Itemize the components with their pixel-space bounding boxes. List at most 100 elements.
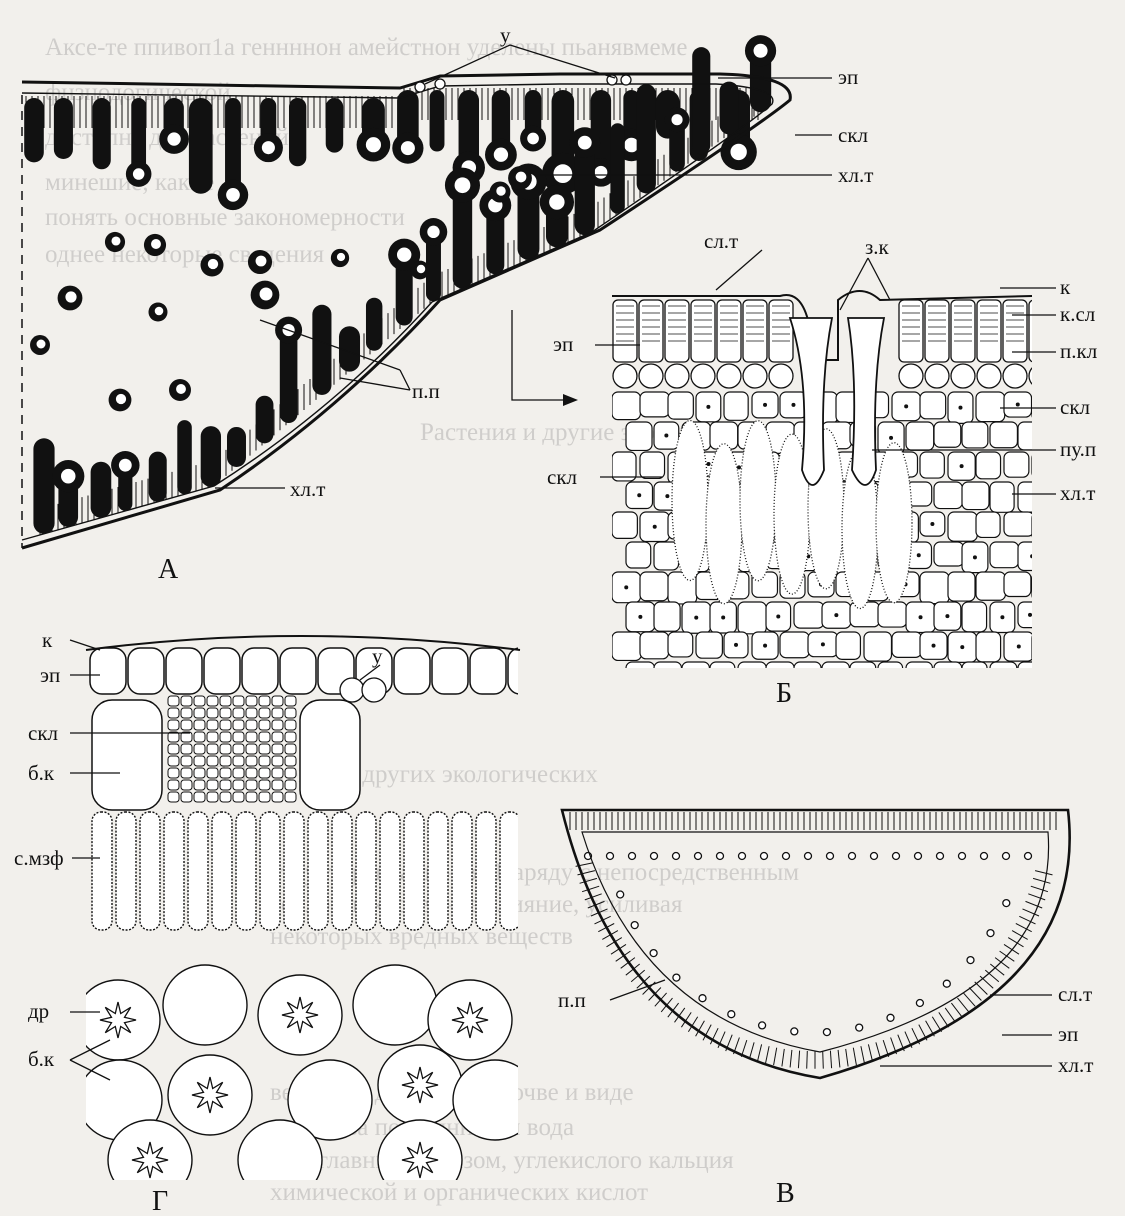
sclerenchyma-cell <box>194 708 205 718</box>
palisade-cell <box>289 98 306 166</box>
palisade-cell <box>326 98 344 153</box>
epidermis-stripe <box>868 1044 872 1061</box>
cell-nucleus <box>665 494 669 498</box>
chlorenchyma-cell <box>672 420 708 580</box>
sclerenchyma-cell <box>246 792 257 802</box>
parenchyma-cell <box>934 482 962 509</box>
mesophyll-cell <box>140 812 160 930</box>
epidermal-cell <box>432 648 468 694</box>
caption-a: А <box>158 554 179 585</box>
sclerenchyma-cell <box>285 732 296 742</box>
cell-nucleus <box>527 133 539 145</box>
label-g-water-cells-top: б.к <box>28 761 55 785</box>
parenchyma-cell <box>920 572 949 604</box>
parenchyma-cell <box>626 662 655 686</box>
chlorenchyma-cell <box>706 444 742 604</box>
epidermal-cell <box>639 300 663 362</box>
parenchyma-cell <box>990 542 1019 568</box>
sclerenchyma-cell <box>207 744 218 754</box>
sclerenchyma-cell <box>168 720 179 730</box>
bundle-dot <box>916 1000 923 1007</box>
cell-nucleus <box>366 137 381 152</box>
parenchyma-cell <box>1032 572 1060 601</box>
parenchyma-cell <box>850 662 876 692</box>
epidermis-stripe <box>1033 878 1050 883</box>
sclerenchyma-cell <box>285 744 296 754</box>
sclerenchyma-cell <box>285 792 296 802</box>
sclerenchyma-cell <box>285 756 296 766</box>
parenchyma-cells <box>612 300 1076 694</box>
cell-nucleus <box>427 226 439 238</box>
cell-nucleus <box>904 404 908 408</box>
sclerenchyma-cell <box>233 696 244 706</box>
sclerenchyma-cell <box>168 708 179 718</box>
label-a-chlorenchyma-bottom: хл.т <box>290 477 325 501</box>
epidermis-stripe <box>830 1051 831 1069</box>
mesophyll-cell <box>428 812 448 930</box>
parenchyma-cell <box>1018 542 1046 570</box>
cell-nucleus <box>791 403 795 407</box>
mesophyll-cell <box>404 812 424 930</box>
epidermis-stripe <box>853 1048 856 1065</box>
cell-nucleus <box>61 469 76 484</box>
bundle-dot <box>915 853 922 860</box>
sclerenchyma-cell <box>246 780 257 790</box>
sclerenchyma-cell <box>259 720 270 730</box>
bundle-dot <box>651 853 658 860</box>
label-b-sclerenchyma-left: скл <box>547 465 577 489</box>
sclerenchyma-cell <box>233 744 244 754</box>
parenchyma-cell <box>906 422 934 450</box>
epidermis-stripe <box>774 1048 777 1065</box>
cell-nucleus <box>637 493 641 497</box>
cell-nucleus <box>919 615 923 619</box>
cell-nucleus <box>720 673 724 677</box>
palisade-cell <box>93 98 111 169</box>
parenchyma-cell <box>976 512 1000 537</box>
cell-nucleus <box>1001 676 1005 680</box>
sclerenchyma-cell <box>285 768 296 778</box>
palisade-cell <box>256 396 274 444</box>
sclerenchyma-cell <box>207 720 218 730</box>
sclerenchyma-cell <box>259 732 270 742</box>
sclerenchyma-cell <box>272 780 283 790</box>
cell-nucleus <box>256 256 267 267</box>
sclerenchyma-cell <box>168 780 179 790</box>
bundle-dot <box>1003 853 1010 860</box>
label-g-druse: др <box>28 999 49 1023</box>
sclerenchyma-cell <box>246 768 257 778</box>
cell-nucleus <box>1017 645 1021 649</box>
epidermis-stripe <box>807 1051 808 1069</box>
sclerenchyma-cell <box>285 720 296 730</box>
druse-crystal <box>282 997 318 1033</box>
epidermis-stripes <box>570 812 1056 1069</box>
epidermal-cell <box>717 300 741 362</box>
epidermis-stripe <box>980 976 993 988</box>
palisade-cell <box>720 82 739 135</box>
parenchyma-cell <box>1018 662 1048 686</box>
mesophyll-cell <box>116 812 136 930</box>
bundle-dot <box>673 974 680 981</box>
sclerenchyma-cell <box>181 696 192 706</box>
cell-nucleus <box>776 615 780 619</box>
background-text-line: понять основные закономерности <box>45 204 405 231</box>
parenchyma-cell <box>934 422 961 447</box>
bundle-dot <box>695 853 702 860</box>
epidermal-cell <box>899 300 923 362</box>
epidermis-stripe <box>945 1008 955 1022</box>
cell-nucleus <box>671 114 682 125</box>
sclerenchyma-cell <box>233 756 244 766</box>
epidermis-stripe <box>846 1049 848 1067</box>
cell-nucleus <box>208 259 218 269</box>
parenchyma-cell <box>612 512 637 538</box>
parenchyma-cell <box>682 662 709 688</box>
label-g-sclerenchyma: скл <box>28 721 58 745</box>
epidermal-cell <box>1029 300 1053 362</box>
sclerenchyma-cell <box>259 744 270 754</box>
parenchyma-cell <box>1046 662 1076 687</box>
sclerenchyma-cell <box>194 768 205 778</box>
sclerenchyma-cell <box>233 792 244 802</box>
cell-nucleus <box>119 459 132 472</box>
sclerenchyma-cell <box>233 708 244 718</box>
sclerenchyma-cell <box>220 780 231 790</box>
